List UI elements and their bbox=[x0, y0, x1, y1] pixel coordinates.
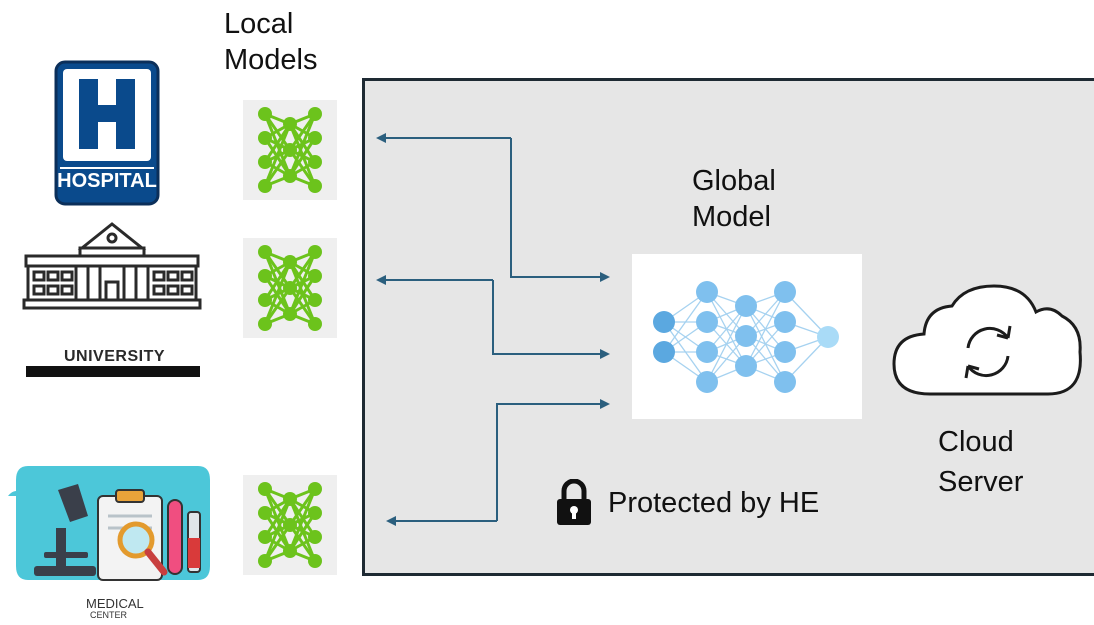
global-model-panel bbox=[632, 254, 862, 419]
network-node bbox=[258, 179, 272, 193]
network-node bbox=[283, 544, 297, 558]
network-edge bbox=[263, 498, 292, 562]
network-node bbox=[308, 317, 322, 331]
network-node bbox=[258, 506, 272, 520]
network-node bbox=[308, 482, 322, 496]
network-node bbox=[283, 492, 297, 506]
network-node bbox=[774, 311, 796, 333]
network-node bbox=[774, 341, 796, 363]
network-edge bbox=[745, 291, 786, 367]
global-model-label-line2: Model bbox=[692, 201, 771, 233]
local-models-label-line2: Models bbox=[224, 44, 318, 76]
university-building-icon: UNIVERSITY bbox=[22, 220, 202, 380]
medical-text-line2: CENTER bbox=[90, 610, 128, 620]
local-model-university bbox=[243, 238, 337, 338]
network-node bbox=[735, 355, 757, 377]
network-node bbox=[308, 131, 322, 145]
neural-network-icon bbox=[653, 281, 839, 393]
network-edge bbox=[263, 524, 292, 562]
hospital-text: HOSPITAL bbox=[57, 170, 157, 192]
network-node bbox=[258, 554, 272, 568]
network-edge bbox=[263, 149, 292, 187]
network-edge bbox=[706, 305, 747, 383]
network-edge bbox=[288, 488, 317, 552]
network-node bbox=[283, 518, 297, 532]
network-node bbox=[308, 293, 322, 307]
network-node bbox=[696, 311, 718, 333]
network-node bbox=[258, 530, 272, 544]
network-node bbox=[258, 317, 272, 331]
local-models-label: Local Models bbox=[224, 6, 318, 78]
cloud-server-label-line1: Cloud bbox=[938, 426, 1014, 458]
neural-network-icon bbox=[258, 107, 322, 193]
network-node bbox=[696, 281, 718, 303]
medical-center-icon: MEDICAL CENTER bbox=[8, 456, 214, 622]
university-banner bbox=[26, 366, 200, 377]
network-node bbox=[774, 281, 796, 303]
network-node bbox=[653, 341, 675, 363]
global-model-label-line1: Global bbox=[692, 165, 776, 197]
network-node bbox=[283, 143, 297, 157]
local-model-medical bbox=[243, 475, 337, 575]
network-edge bbox=[263, 287, 292, 325]
network-node bbox=[283, 255, 297, 269]
arrow-medical-to-global bbox=[496, 399, 610, 521]
cloud-server-label: Cloud Server bbox=[938, 422, 1023, 502]
global-model-label: Global Model bbox=[692, 163, 776, 235]
network-node bbox=[308, 506, 322, 520]
local-model-hospital bbox=[243, 100, 337, 200]
university-text: UNIVERSITY bbox=[64, 348, 166, 365]
medical-text-line1: MEDICAL bbox=[86, 596, 144, 611]
neural-network-icon bbox=[258, 245, 322, 331]
arrow-university-to-global bbox=[492, 280, 610, 359]
network-node bbox=[308, 155, 322, 169]
network-node bbox=[258, 245, 272, 259]
network-node bbox=[696, 371, 718, 393]
lock-icon bbox=[555, 478, 593, 525]
network-node bbox=[258, 131, 272, 145]
network-edge bbox=[263, 123, 292, 187]
network-edge bbox=[663, 291, 708, 353]
network-node bbox=[774, 371, 796, 393]
network-node bbox=[258, 107, 272, 121]
network-edge bbox=[288, 113, 317, 151]
network-node bbox=[258, 482, 272, 496]
network-node bbox=[283, 307, 297, 321]
network-node bbox=[308, 179, 322, 193]
network-edge bbox=[288, 275, 317, 315]
hospital-sign-icon: HOSPITAL bbox=[54, 60, 160, 206]
network-edge bbox=[288, 113, 317, 177]
network-node bbox=[258, 155, 272, 169]
cloud-sync-icon bbox=[890, 282, 1086, 400]
network-node bbox=[653, 311, 675, 333]
network-edge bbox=[263, 261, 292, 325]
network-node bbox=[308, 269, 322, 283]
cloud-server-label-line2: Server bbox=[938, 466, 1024, 498]
network-node bbox=[258, 293, 272, 307]
protected-by-he-label: Protected by HE bbox=[608, 487, 820, 519]
network-edge bbox=[288, 512, 317, 552]
network-node bbox=[735, 295, 757, 317]
network-node bbox=[696, 341, 718, 363]
network-node bbox=[308, 554, 322, 568]
network-node bbox=[283, 117, 297, 131]
network-node bbox=[283, 281, 297, 295]
network-node bbox=[308, 530, 322, 544]
network-node bbox=[308, 107, 322, 121]
network-edge bbox=[288, 251, 317, 289]
local-models-label-line1: Local bbox=[224, 8, 294, 40]
network-edge bbox=[288, 251, 317, 315]
network-node bbox=[735, 325, 757, 347]
network-node bbox=[308, 245, 322, 259]
network-edge bbox=[288, 137, 317, 177]
network-node bbox=[283, 169, 297, 183]
network-edge bbox=[288, 488, 317, 526]
network-node bbox=[817, 326, 839, 348]
neural-network-icon bbox=[258, 482, 322, 568]
arrow-hospital-to-global bbox=[510, 138, 610, 282]
network-node bbox=[258, 269, 272, 283]
